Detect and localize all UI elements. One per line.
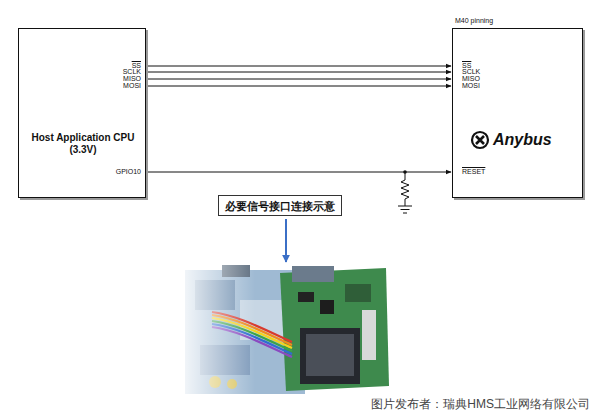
pin-name: MOSI: [462, 82, 480, 89]
callout-pointer: [285, 219, 287, 262]
signal-line: [146, 172, 451, 173]
pin-name: SS: [462, 62, 471, 69]
signal-line: [146, 66, 451, 67]
watermark: 图片发布者：瑞典HMS工业网络有限公司: [371, 397, 590, 411]
pin-name: RESET: [462, 168, 485, 175]
pin-name: SCLK: [462, 68, 480, 75]
anybus-logo-text: Anybus: [493, 131, 552, 149]
pin-name: SS: [132, 62, 141, 69]
callout-text: 必要信号接口连接示意: [219, 198, 341, 215]
pin-name: GPIO10: [116, 168, 141, 175]
callout-box: 必要信号接口连接示意: [218, 195, 342, 216]
anybus-logo-icon: [470, 130, 490, 150]
pinning-heading: M40 pinning: [455, 17, 493, 25]
resistor-symbol: [401, 172, 409, 206]
signal-line: [146, 79, 451, 80]
cpu-title: Host Application CPU (3.3V): [28, 132, 138, 156]
signal-line: [146, 86, 451, 87]
pin-name: MOSI: [123, 82, 141, 89]
pin-name: MISO: [462, 75, 480, 82]
signal-line: [146, 72, 451, 73]
pin-name: MISO: [123, 75, 141, 82]
pin-name: SCLK: [123, 68, 141, 75]
ground-symbol: [398, 206, 412, 213]
